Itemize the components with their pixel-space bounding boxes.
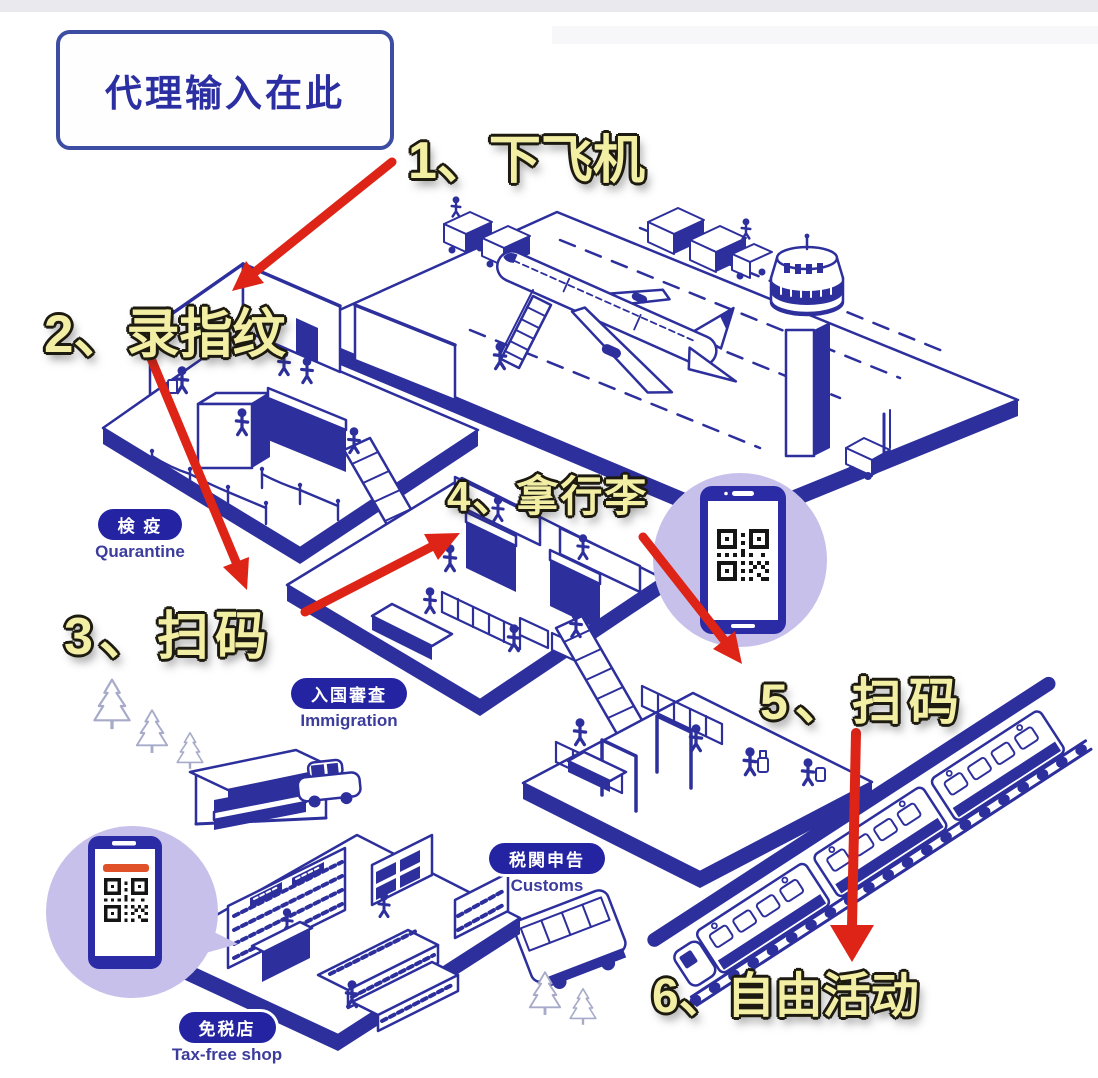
badge-en-quarantine: Quarantine [95,542,185,561]
step-label-6: 6、自由活动 [652,970,919,1023]
arrow-step-2 [135,327,249,590]
arrow-step-3 [300,533,460,617]
qr-phone-bubble-taxfree [46,826,238,998]
car-icon [296,758,362,808]
top-grey-strip [0,0,1098,12]
red-arrows [135,157,874,962]
qr-phone-bubble-arrival [653,473,827,647]
taxfree-shop-area [153,833,522,1051]
agent-input-callout: 代理输入在此 [56,30,394,150]
step-label-4: 4、拿行李 [447,473,649,520]
step-label-2: 2、录指纹 [44,305,286,364]
cargo-cart-icon [647,207,773,280]
arrow-step-1 [232,157,397,291]
area-badge-taxfree-shop: 免税店 Tax-free shop [142,1012,312,1065]
area-badge-quarantine: 検 疫 Quarantine [62,509,218,562]
badge-jp-customs: 税関申告 [489,843,605,874]
arrow-step-5 [830,728,874,962]
step-label-1: 1、下飞机 [408,132,645,190]
top-grey-strip-2 [552,26,1098,44]
step-label-5: 5、扫码 [760,674,966,730]
badge-en-customs: Customs [510,876,584,895]
forklift-icon [845,409,891,480]
badge-jp-immigration: 入国審査 [291,678,407,709]
bus-icon [513,889,627,990]
airplane-icon [492,250,738,394]
control-tower-icon [769,233,845,458]
badge-jp-taxfree-shop: 免税店 [178,1012,276,1043]
badge-en-immigration: Immigration [300,711,398,730]
area-badge-customs: 税関申告 Customs [468,843,626,896]
badge-jp-quarantine: 検 疫 [97,509,183,540]
agent-input-label: 代理输入在此 [105,73,345,114]
badge-en-taxfree-shop: Tax-free shop [171,1045,283,1064]
area-badge-immigration: 入国審査 Immigration [270,678,428,731]
step-label-3: 3、扫码 [64,608,273,666]
customs-area [521,684,874,888]
immigration-area [285,475,664,716]
arrow-step-4 [638,532,742,664]
